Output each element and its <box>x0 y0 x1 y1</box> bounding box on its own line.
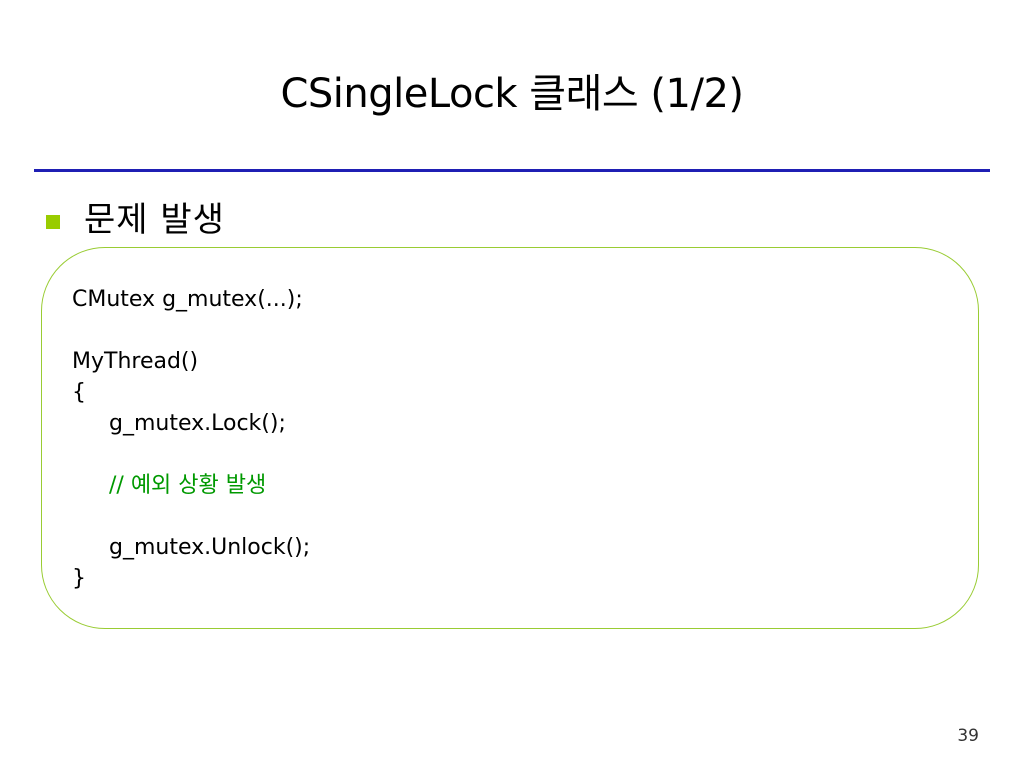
page-number: 39 <box>957 726 979 746</box>
slide-title: CSingleLock 클래스 (1/2) <box>280 71 744 117</box>
title-divider <box>34 169 990 172</box>
code-line-lock-call: g_mutex.Lock(); <box>109 411 286 436</box>
code-line-comment: // 예외 상황 발생 <box>109 473 267 498</box>
code-line-close-brace: } <box>72 566 86 591</box>
code-line-blank <box>72 439 310 470</box>
code-line-blank <box>72 501 310 532</box>
code-line-blank <box>72 315 310 346</box>
code-line-unlock-call: g_mutex.Unlock(); <box>109 535 311 560</box>
code-line-mutex-declaration: CMutex g_mutex(...); <box>72 287 303 312</box>
code-line-open-brace: { <box>72 380 86 405</box>
code-block: CMutex g_mutex(...); MyThread() { g_mute… <box>72 284 310 594</box>
bullet-text: 문제 발생 <box>84 200 225 240</box>
code-line-function-signature: MyThread() <box>72 349 199 374</box>
code-box <box>41 247 979 629</box>
bullet-square-icon <box>46 215 60 229</box>
